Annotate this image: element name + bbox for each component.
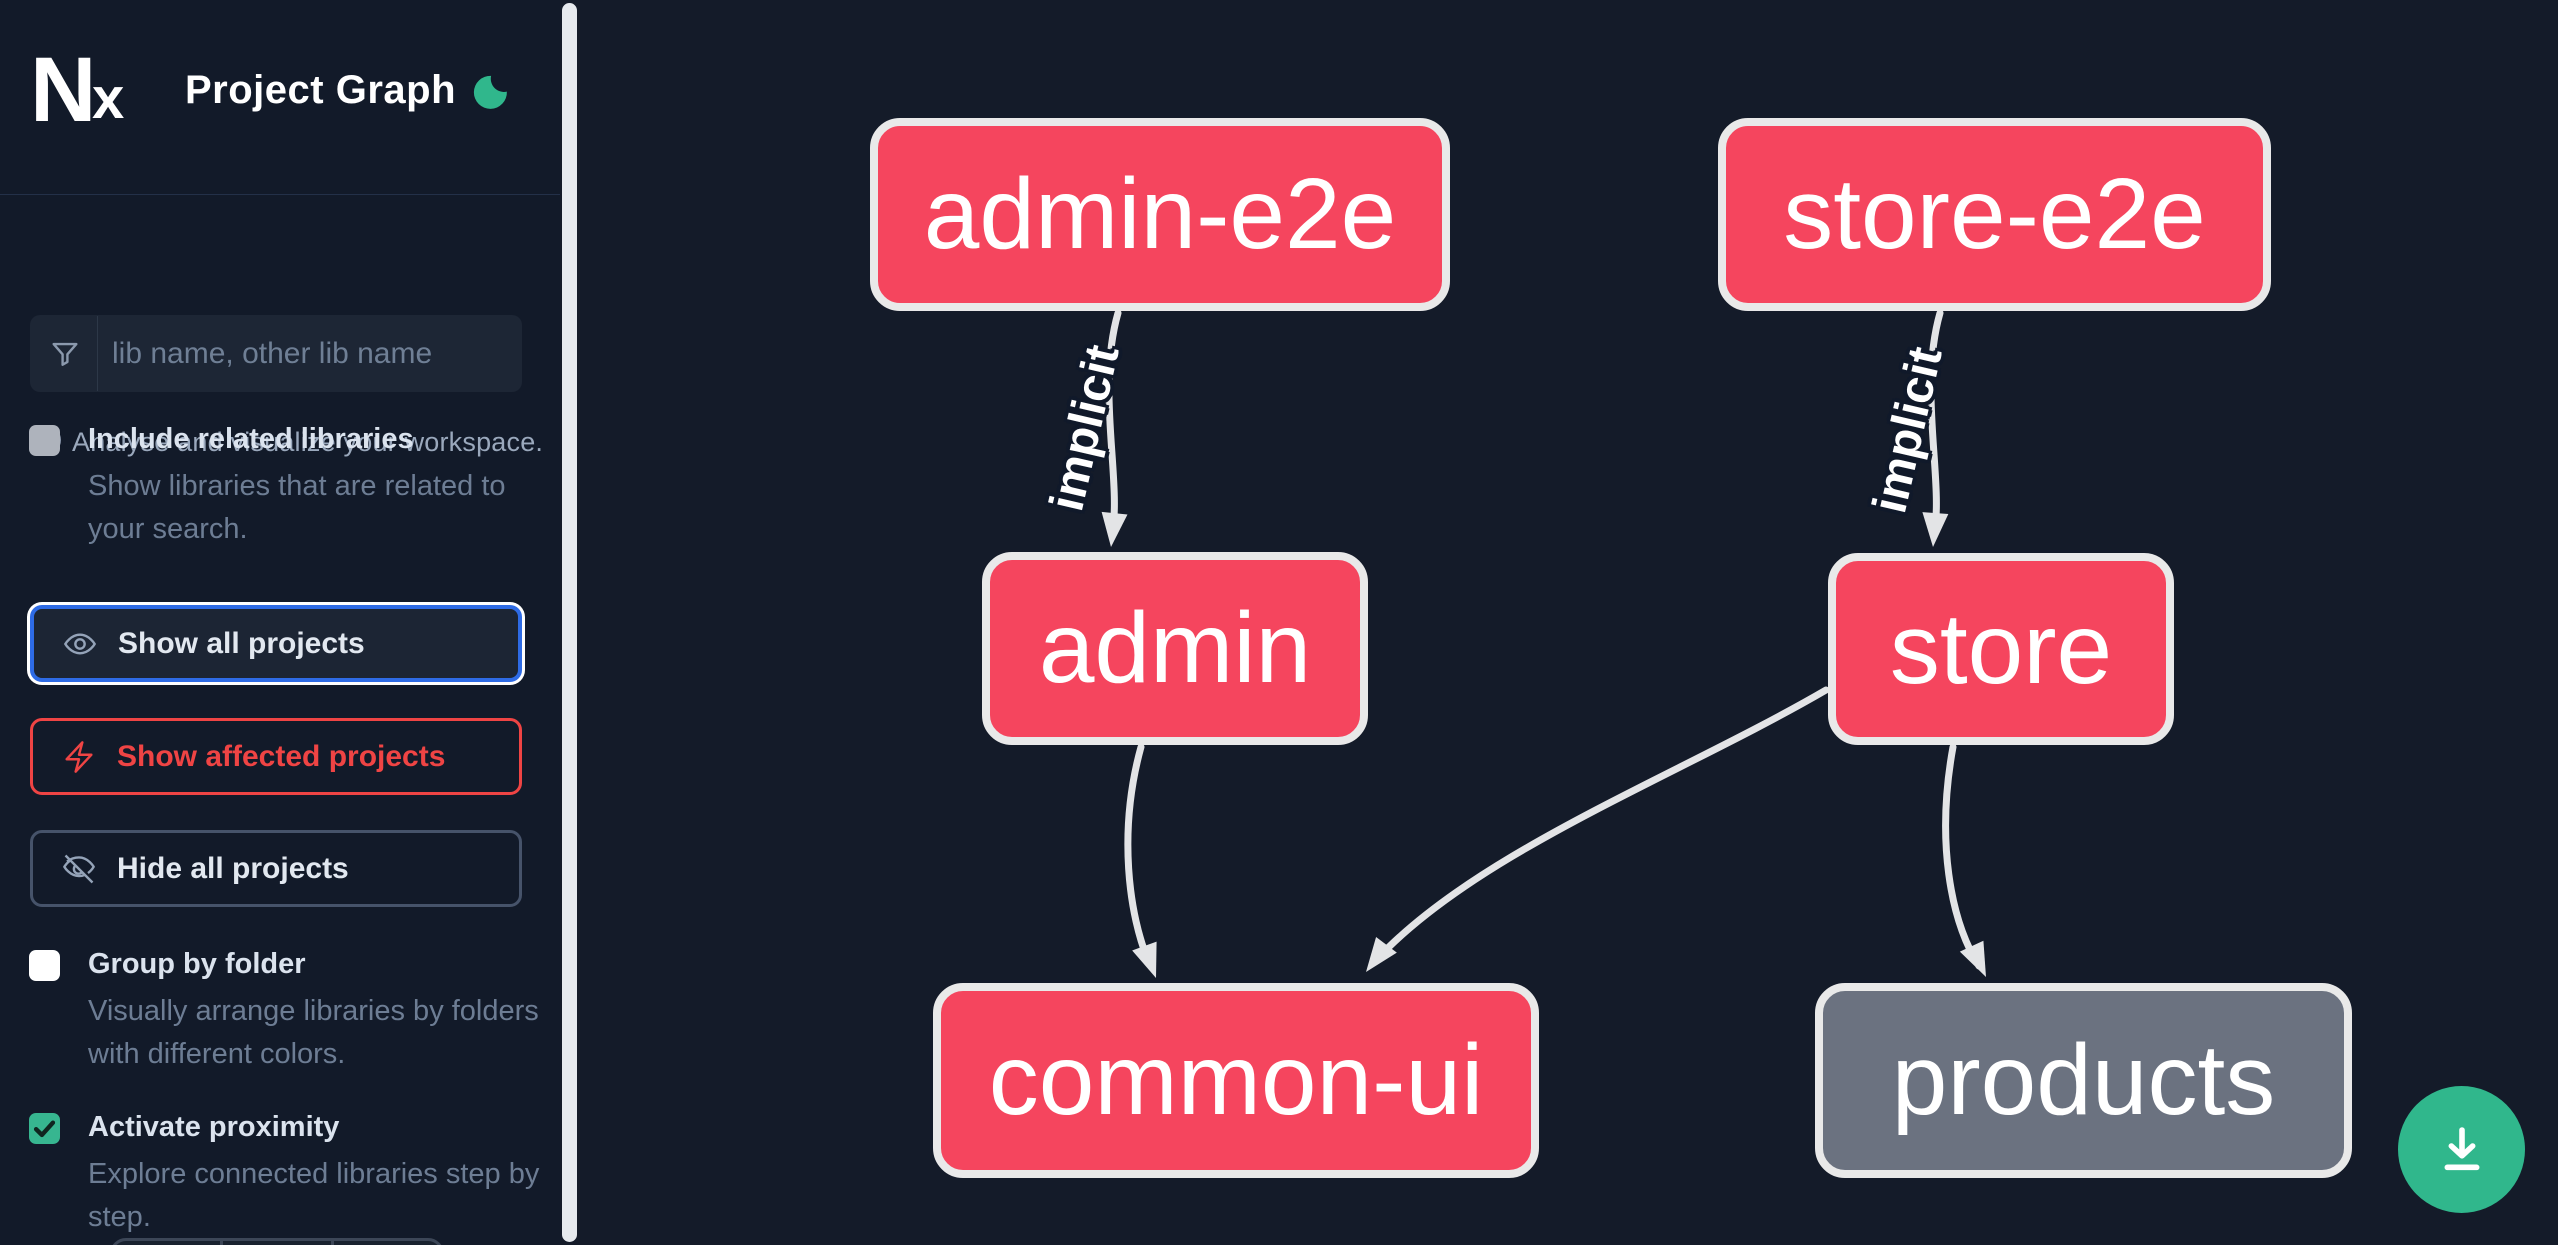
search-input[interactable] <box>112 315 512 392</box>
graph-node-store[interactable]: store <box>1828 553 2174 745</box>
search-divider <box>97 316 98 391</box>
graph-node-admin[interactable]: admin <box>982 552 1368 745</box>
intro-text: Analyse and visualize your workspace. <box>72 427 544 457</box>
arrowhead <box>1132 941 1157 978</box>
checkmark-icon <box>33 1120 56 1138</box>
activate-proximity-checkbox[interactable] <box>29 1113 60 1144</box>
stepper-decrement[interactable] <box>113 1241 220 1245</box>
include-related-description: Show libraries that are related to your … <box>88 470 506 545</box>
arrowhead <box>1959 940 1986 977</box>
graph-node-common-ui[interactable]: common-ui <box>933 983 1539 1178</box>
edge-store-common-ui <box>1374 686 1830 962</box>
proximity-stepper <box>110 1238 444 1245</box>
page-title: Project Graph <box>185 68 457 112</box>
graph-node-store-e2e[interactable]: store-e2e <box>1718 118 2271 311</box>
search-box <box>30 315 522 392</box>
graph-node-admin-e2e[interactable]: admin-e2e <box>870 118 1450 311</box>
group-by-folder-label: Group by folder <box>88 948 306 980</box>
include-related-label: Include related libraries <box>88 423 414 455</box>
eye-icon <box>64 633 96 654</box>
bolt-icon <box>65 740 93 773</box>
show-all-projects-button[interactable]: Show all projects <box>30 605 522 682</box>
edge-store-products <box>1942 743 1983 970</box>
filter-funnel-icon <box>52 342 78 366</box>
edge-admin-common-ui <box>1124 743 1154 969</box>
stepper-increment[interactable] <box>330 1241 441 1245</box>
intro-row: i Analyse and visualize your workspace. <box>0 196 560 457</box>
show-all-projects-label: Show all projects <box>118 626 365 660</box>
show-affected-projects-label: Show affected projects <box>117 739 446 773</box>
include-related-checkbox[interactable] <box>29 425 60 456</box>
show-affected-projects-button[interactable]: Show affected projects <box>30 718 522 795</box>
activate-proximity-label: Activate proximity <box>88 1111 340 1143</box>
dark-mode-toggle[interactable] <box>468 70 512 114</box>
sidebar: Nx Project Graph i Analyse and visualize… <box>0 0 560 1245</box>
download-graph-button[interactable] <box>2398 1086 2525 1213</box>
eye-off-icon <box>63 854 95 883</box>
download-icon <box>2444 1126 2479 1170</box>
arrowhead <box>1922 512 1949 547</box>
graph-node-products[interactable]: products <box>1815 983 2352 1178</box>
arrowhead <box>1101 511 1128 547</box>
moon-icon <box>473 75 507 109</box>
hide-all-projects-label: Hide all projects <box>117 851 349 885</box>
sidebar-scrollbar[interactable] <box>562 3 577 1242</box>
hide-all-projects-button[interactable]: Hide all projects <box>30 830 522 907</box>
stepper-value <box>220 1241 330 1245</box>
activate-proximity-description: Explore connected libraries step by step… <box>88 1158 540 1233</box>
group-by-folder-checkbox[interactable] <box>29 950 60 981</box>
group-by-folder-description: Visually arrange libraries by folders wi… <box>88 995 539 1070</box>
arrowhead <box>1366 937 1397 972</box>
